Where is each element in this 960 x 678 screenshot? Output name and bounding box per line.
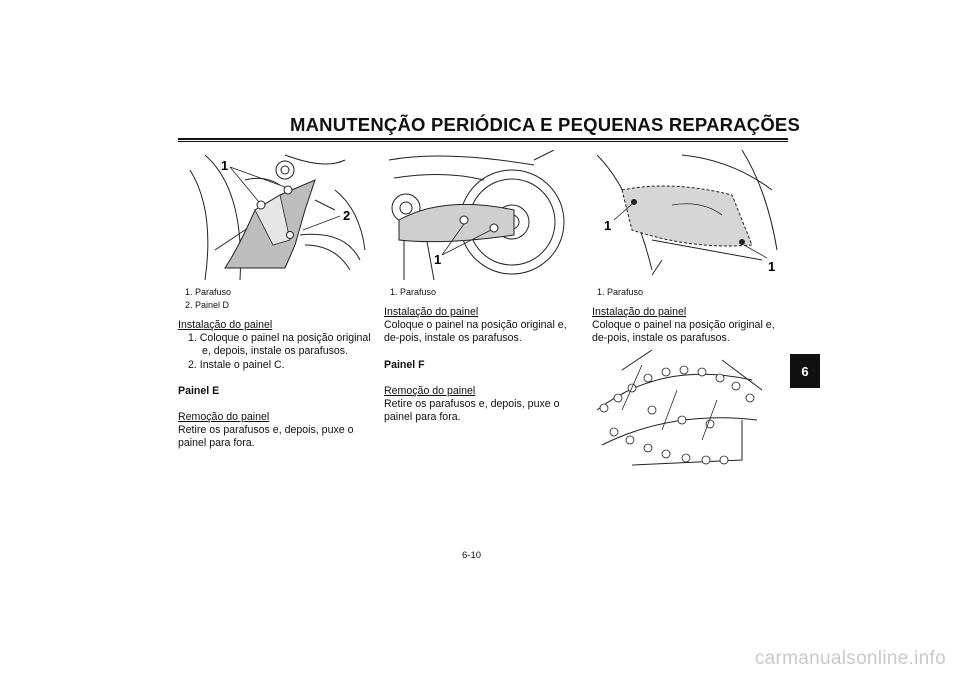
column-3: Instalação do painel Coloque o painel na… xyxy=(592,306,788,346)
install-text: Coloque o painel na posição original e, … xyxy=(592,319,775,345)
step-1: 1. Coloque o painel na posição original … xyxy=(188,332,371,358)
figure-3-captions: 1. Parafuso xyxy=(597,286,643,299)
watermark: carmanualsonline.info xyxy=(754,648,946,669)
page-title: MANUTENÇÃO PERIÓDICA E PEQUENAS REPARAÇÕ… xyxy=(290,114,801,135)
fastener-layout-illustration xyxy=(596,350,763,466)
panel-f-heading: Painel F xyxy=(384,358,425,371)
install-heading: Instalação do painel xyxy=(592,306,687,318)
title-rule-thin xyxy=(178,141,788,142)
figure-fastener-layout xyxy=(592,350,767,475)
callout-1: 1 xyxy=(434,252,441,267)
removal-text: Retire os parafusos e, depois, puxe o pa… xyxy=(384,398,560,424)
removal-heading: Remoção do painel xyxy=(384,384,476,397)
panel-e-heading: Painel E xyxy=(178,384,220,397)
removal-text: Retire os parafusos e, depois, puxe o pa… xyxy=(178,424,354,450)
chapter-tab[interactable]: 6 xyxy=(790,354,820,388)
install-text: Coloque o painel na posição original e, … xyxy=(384,319,567,345)
callout-1: 1 xyxy=(221,158,228,173)
title-rule xyxy=(178,138,788,140)
figure-1-captions: 1. Parafuso 2. Painel D xyxy=(185,286,231,312)
step-2: 2. Instale o painel C. xyxy=(188,358,285,371)
callout-1: 1 xyxy=(604,218,611,233)
figure-panel-f-left: 1 xyxy=(384,150,569,280)
column-2: Instalação do painel Coloque o painel na… xyxy=(384,306,580,424)
page-number: 6-10 xyxy=(462,550,482,561)
install-heading: Instalação do painel xyxy=(384,306,479,318)
caption-item: 1. Parafuso xyxy=(185,287,232,297)
caption-item: 1. Parafuso xyxy=(597,287,644,297)
caption-item: 1. Parafuso xyxy=(390,287,437,297)
callout-1-b: 1 xyxy=(768,259,775,274)
rear-wheel-illustration: 1 xyxy=(388,150,565,280)
figure-2-captions: 1. Parafuso xyxy=(390,286,436,299)
panel-f-illustration: 1 1 xyxy=(596,150,778,276)
column-1: Instalação do painel 1. Coloque o painel… xyxy=(178,319,374,451)
caption-item: 2. Painel D xyxy=(185,300,230,310)
figure-panel-f-right: 1 1 xyxy=(592,150,782,280)
figure-panel-d: 1 2 xyxy=(185,150,370,280)
panel-d-illustration: 1 2 xyxy=(189,154,366,280)
removal-heading: Remoção do painel xyxy=(178,411,270,424)
install-heading: Instalação do painel xyxy=(178,319,273,331)
callout-2: 2 xyxy=(343,208,350,223)
